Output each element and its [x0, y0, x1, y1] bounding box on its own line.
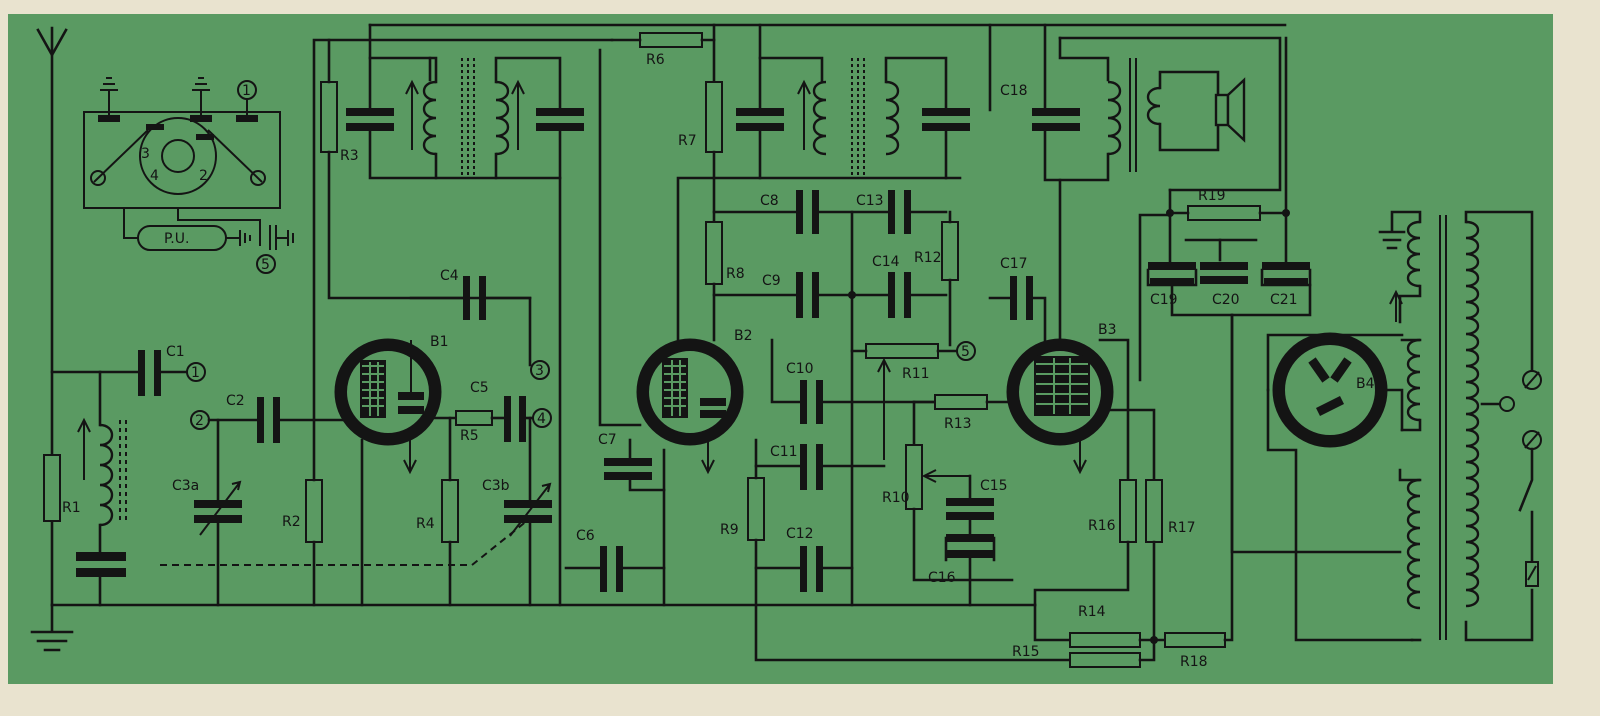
- ground-icon: [30, 603, 74, 652]
- label-r12: R12: [914, 250, 942, 266]
- label-c1: C1: [166, 344, 185, 360]
- label-r18: R18: [1180, 654, 1208, 670]
- tube-b1: [334, 338, 442, 446]
- resistor-r15: [1069, 652, 1141, 668]
- terminal-1: 1: [191, 365, 200, 381]
- resistor-r19: [1187, 205, 1261, 221]
- pickup-label: P.U.: [164, 231, 189, 247]
- tube-b2: [636, 338, 744, 446]
- label-c4: C4: [440, 268, 459, 284]
- label-c7: C7: [598, 432, 617, 448]
- label-c12: C12: [786, 526, 814, 542]
- label-c19: C19: [1150, 292, 1178, 308]
- resistor-r5: [455, 410, 493, 426]
- label-r8: R8: [726, 266, 745, 282]
- resistor-r16: [1119, 479, 1137, 543]
- resistor-r17: [1145, 479, 1163, 543]
- label-c17: C17: [1000, 256, 1028, 272]
- transformer-icon: [405, 58, 525, 178]
- label-b4: B4: [1356, 376, 1375, 392]
- switch-icon: [1518, 370, 1542, 587]
- terminal-3: 3: [535, 363, 544, 379]
- label-c15: C15: [980, 478, 1008, 494]
- speaker-icon: [1214, 77, 1246, 143]
- resistor-r12: [941, 221, 959, 281]
- resistor-r14: [1069, 632, 1141, 648]
- resistor-r7: [705, 81, 723, 153]
- resistor-r2: [305, 479, 323, 543]
- label-c9: C9: [762, 273, 781, 289]
- label-r3: R3: [340, 148, 359, 164]
- resistor-r6: [639, 32, 703, 48]
- label-c5: C5: [470, 380, 489, 396]
- resistor-r13: [934, 394, 988, 410]
- resistor-r1: [43, 454, 61, 522]
- label-r1: R1: [62, 500, 81, 516]
- label-r11: R11: [902, 366, 930, 382]
- terminal-5b: 5: [961, 344, 970, 360]
- label-b3: B3: [1098, 322, 1117, 338]
- pin-3: 3: [141, 146, 150, 162]
- terminal-4: 4: [537, 411, 546, 427]
- label-c6: C6: [576, 528, 595, 544]
- label-r14: R14: [1078, 604, 1106, 620]
- terminal-1b: 1: [242, 83, 251, 99]
- transformer-icon-2: [797, 58, 900, 178]
- label-r5: R5: [460, 428, 479, 444]
- label-b2: B2: [734, 328, 753, 344]
- label-r15: R15: [1012, 644, 1040, 660]
- resistor-r8: [705, 221, 723, 285]
- label-r2: R2: [282, 514, 301, 530]
- label-r17: R17: [1168, 520, 1196, 536]
- tube-b3: [1006, 338, 1114, 446]
- label-c8: C8: [760, 193, 779, 209]
- label-r9: R9: [720, 522, 739, 538]
- label-r13: R13: [944, 416, 972, 432]
- label-b1: B1: [430, 334, 449, 350]
- pickup-socket: 1 3 4 2 P.U. 5: [83, 77, 294, 274]
- label-r16: R16: [1088, 518, 1116, 534]
- terminal-2: 2: [195, 413, 204, 429]
- label-c21: C21: [1270, 292, 1298, 308]
- label-c18: C18: [1000, 83, 1028, 99]
- pin-4: 4: [150, 168, 159, 184]
- label-c20: C20: [1212, 292, 1240, 308]
- resistor-r18: [1164, 632, 1226, 648]
- label-c11: C11: [770, 444, 798, 460]
- resistor-r3: [320, 81, 338, 153]
- resistor-r4: [441, 479, 459, 543]
- label-r6: R6: [646, 52, 665, 68]
- label-r19: R19: [1198, 188, 1226, 204]
- label-r4: R4: [416, 516, 435, 532]
- label-r7: R7: [678, 133, 697, 149]
- resistor-r9: [747, 477, 765, 541]
- pin-2: 2: [199, 168, 208, 184]
- label-r10: R10: [882, 490, 910, 506]
- label-c13: C13: [856, 193, 884, 209]
- resistor-r11: [865, 343, 939, 359]
- label-c2: C2: [226, 393, 245, 409]
- label-c3b: C3b: [482, 478, 510, 494]
- input-coil: [99, 423, 114, 527]
- terminal-5: 5: [261, 257, 270, 273]
- label-c16: C16: [928, 570, 956, 586]
- label-c14: C14: [872, 254, 900, 270]
- label-c10: C10: [786, 361, 814, 377]
- label-c3a: C3a: [172, 478, 199, 494]
